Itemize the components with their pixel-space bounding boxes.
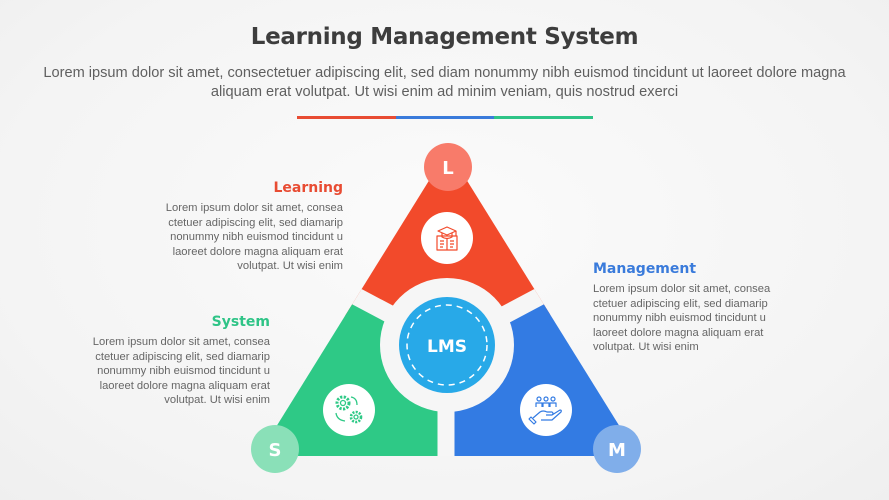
- management-heading: Management: [593, 261, 697, 277]
- divider-segment-green: [494, 116, 594, 119]
- learning-text-block: Learning Lorem ipsum dolor sit amet, con…: [133, 180, 343, 274]
- management-letter-badge[interactable]: M: [593, 425, 641, 473]
- system-text-block: System Lorem ipsum dolor sit amet, conse…: [60, 314, 270, 408]
- system-heading: System: [211, 314, 270, 330]
- learning-icon-badge: [421, 212, 473, 264]
- management-icon-badge: [520, 384, 572, 436]
- learning-description: Lorem ipsum dolor sit amet, consea ctetu…: [165, 202, 343, 273]
- graduation-book-icon: [436, 226, 458, 251]
- center-hub[interactable]: [399, 297, 495, 393]
- gears-icon: [335, 395, 363, 424]
- learning-letter: L: [442, 158, 453, 179]
- system-letter: S: [269, 440, 282, 461]
- learning-letter-badge[interactable]: L: [424, 143, 472, 191]
- learning-heading: Learning: [273, 180, 343, 196]
- divider-segment-red: [297, 116, 396, 119]
- management-letter: M: [608, 440, 626, 461]
- divider-segment-blue: [395, 116, 495, 119]
- page-subtitle: Lorem ipsum dolor sit amet, consectetuer…: [43, 65, 846, 100]
- page-title: Learning Management System: [250, 24, 639, 50]
- center-label: LMS: [427, 337, 467, 357]
- hand-people-icon: [528, 396, 562, 425]
- title-divider: [297, 116, 594, 119]
- management-description: Lorem ipsum dolor sit amet, consea ctetu…: [593, 283, 771, 354]
- system-letter-badge[interactable]: S: [251, 425, 299, 473]
- center-hub-dashed-ring: [406, 304, 488, 386]
- system-description: Lorem ipsum dolor sit amet, consea ctetu…: [92, 336, 270, 407]
- system-icon-badge: [323, 384, 375, 436]
- management-text-block: Management Lorem ipsum dolor sit amet, c…: [593, 261, 803, 355]
